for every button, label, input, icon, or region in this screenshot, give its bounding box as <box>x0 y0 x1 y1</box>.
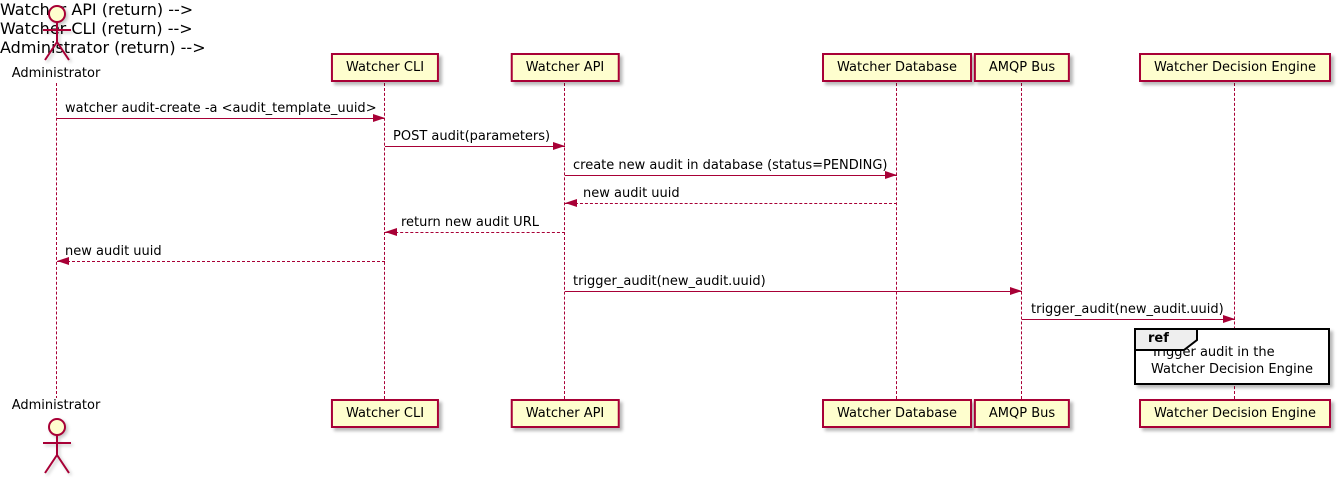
lifeline-watcher-decision-engine <box>1234 83 1235 399</box>
message-label: new audit uuid <box>65 244 162 259</box>
message-line <box>565 291 1022 292</box>
ref-tag-icon <box>1134 328 1198 351</box>
ref-fragment: ref Trigger audit in the Watcher Decisio… <box>1134 328 1330 385</box>
message-line <box>57 118 385 119</box>
message-line <box>565 175 897 176</box>
message-label: create new audit in database (status=PEN… <box>573 158 888 173</box>
arrowhead-icon <box>373 114 385 122</box>
participant-watcher-decision-engine-bottom: Watcher Decision Engine <box>1139 399 1331 428</box>
arrowhead-icon <box>1010 287 1022 295</box>
message-label: trigger_audit(new_audit.uuid) <box>1031 302 1224 317</box>
arrowhead-icon <box>385 228 397 236</box>
message-label: watcher audit-create -a <audit_template_… <box>65 101 377 116</box>
arrowhead-icon <box>1223 315 1235 323</box>
message-line <box>385 232 565 233</box>
actor-icon <box>43 418 71 474</box>
message-label: trigger_audit(new_audit.uuid) <box>573 274 766 289</box>
participant-watcher-cli-bottom: Watcher CLI <box>330 399 440 428</box>
actor-icon <box>43 5 71 61</box>
message-label: POST audit(parameters) <box>393 129 551 144</box>
message-label: new audit uuid <box>583 186 680 201</box>
arrowhead-icon <box>553 142 565 150</box>
participant-amqp-bus-bottom: AMQP Bus <box>973 399 1071 428</box>
message-line <box>1022 319 1235 320</box>
message-line <box>385 146 565 147</box>
arrowhead-icon <box>565 199 577 207</box>
ref-body-line: Watcher Decision Engine <box>1151 362 1313 377</box>
message-label: return new audit URL <box>401 215 539 230</box>
arrowhead-icon <box>57 257 69 265</box>
lifeline-watcher-cli <box>384 83 385 399</box>
lifeline-watcher-api <box>564 83 565 399</box>
participant-watcher-api-top: Watcher API <box>510 53 620 82</box>
participant-watcher-cli-top: Watcher CLI <box>330 53 440 82</box>
participant-watcher-database-top: Watcher Database <box>822 53 972 82</box>
participant-amqp-bus-top: AMQP Bus <box>973 53 1071 82</box>
arrowhead-icon <box>885 171 897 179</box>
actor-label-bottom: Administrator <box>11 398 101 413</box>
lifeline-administrator <box>56 83 57 399</box>
message-line <box>57 261 385 262</box>
ref-tag-label: ref <box>1148 331 1169 346</box>
participant-watcher-decision-engine-top: Watcher Decision Engine <box>1139 53 1331 82</box>
message-line <box>565 203 897 204</box>
participant-watcher-database-bottom: Watcher Database <box>822 399 972 428</box>
lifeline-amqp-bus <box>1021 83 1022 399</box>
actor-label-top: Administrator <box>11 66 101 81</box>
participant-watcher-api-bottom: Watcher API <box>510 399 620 428</box>
lifeline-watcher-database <box>896 83 897 399</box>
